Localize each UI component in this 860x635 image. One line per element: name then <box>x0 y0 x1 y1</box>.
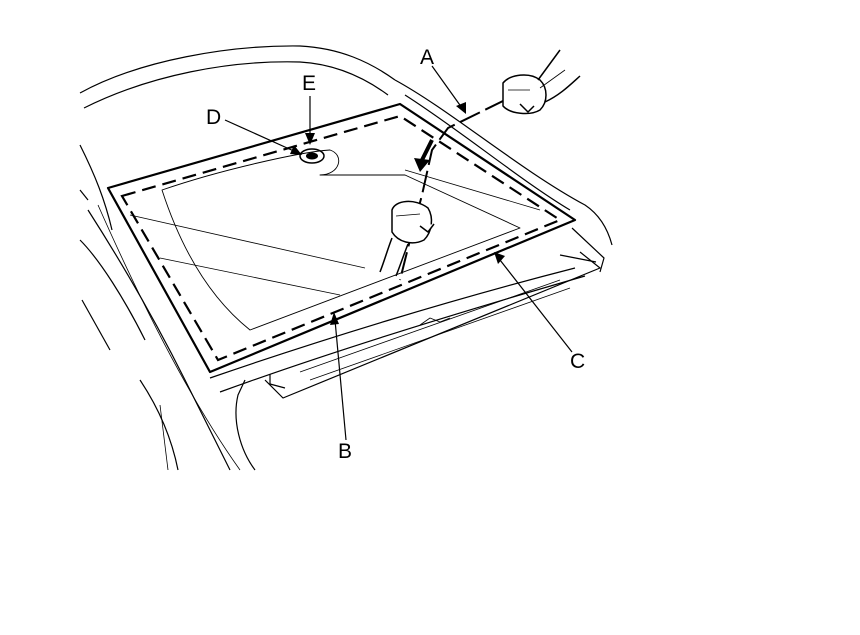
callout-c-label: C <box>570 350 585 373</box>
callout-a-label: A <box>420 46 434 69</box>
callout-b-label: B <box>338 440 352 463</box>
lower-hand-gripping-wire <box>379 200 435 277</box>
callout-d-label: D <box>206 106 221 129</box>
upper-hand-gripping-wire <box>502 49 581 115</box>
leader-arrowheads <box>290 102 505 325</box>
car-body-outline <box>79 45 613 471</box>
rearview-mirror-mount <box>299 148 325 164</box>
windshield-glass <box>106 102 577 374</box>
callout-labels: A B C D E <box>206 46 585 463</box>
leader-lines <box>224 65 573 441</box>
cowl-panel <box>209 251 601 471</box>
cutting-wire <box>399 99 506 281</box>
urethane-bead-dashed <box>120 114 563 362</box>
wire-direction-arrow <box>414 139 434 172</box>
callout-e-label: E <box>302 72 316 95</box>
